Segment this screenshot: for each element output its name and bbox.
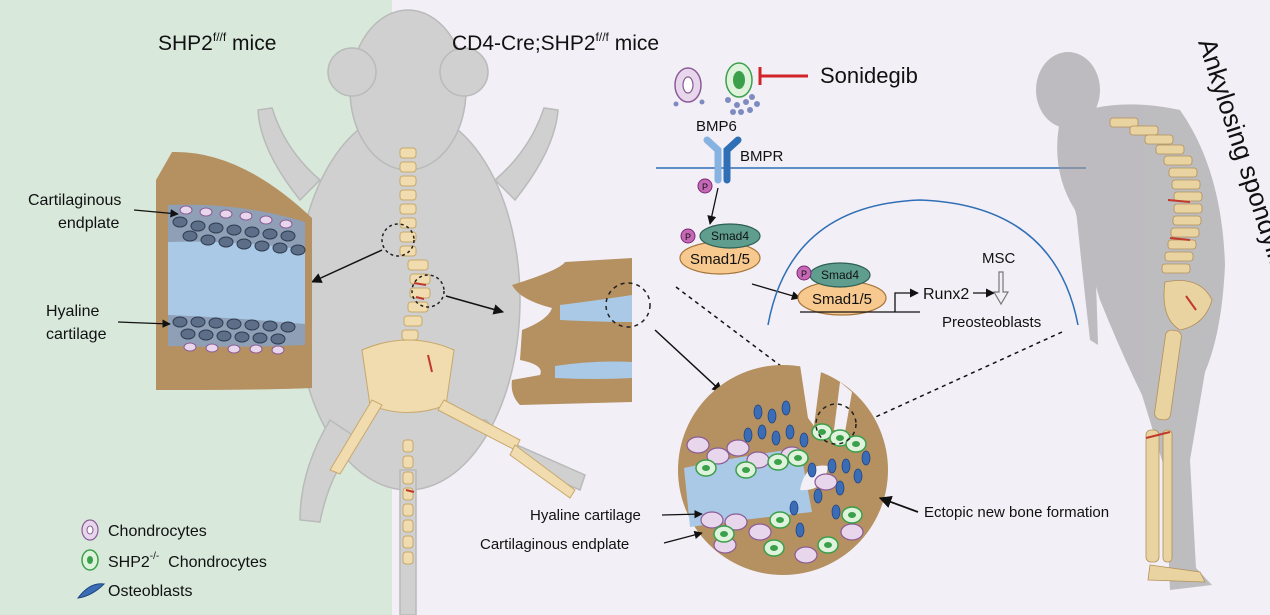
preosteoblasts-label: Preosteoblasts (942, 314, 1041, 331)
zoom-endplate-pointer (663, 530, 703, 544)
healthy-cells-upper (172, 216, 306, 256)
healthy-chondrocytes-upper (179, 205, 293, 229)
zoom-circle-disease (411, 274, 445, 308)
arrow-receptor-to-smad (707, 187, 719, 225)
arrow-to-vertebra (445, 295, 505, 315)
middle-title: CD4-Cre;SHP2f//f mice (452, 30, 659, 55)
zoom-circle-healthy (381, 223, 415, 257)
drug-label: Sonidegib (820, 63, 918, 88)
zoom-label-hyaline: Hyaline cartilage (530, 507, 641, 524)
lesion-marks (405, 282, 433, 493)
smad-phospho-label: P (685, 232, 691, 242)
left-title: SHP2f//f mice (158, 30, 276, 55)
zoom-hyaline-pointer (661, 509, 703, 519)
receptor-left-chain (703, 136, 722, 184)
zoom-circle-vertebra (605, 282, 651, 328)
msc-label: MSC (982, 250, 1016, 267)
left-label-endplate-1: Cartilaginous (28, 192, 121, 209)
legend-osteoblast-icon (76, 583, 106, 599)
zoom-label-ectopic: Ectopic new bone formation (924, 504, 1109, 521)
mouse-skeleton (329, 147, 576, 565)
smad-phospho (680, 228, 696, 244)
receptor-phospho (697, 178, 713, 194)
arrow-to-left-detail (311, 249, 383, 283)
arrow-to-zoom (654, 329, 723, 393)
left-label-hyaline-1: Hyaline (46, 303, 99, 320)
receptor-label: BMPR (740, 148, 784, 165)
smad4-cytoplasm-label: Smad4 (711, 229, 749, 243)
legend-chondrocyte-nucleus-icon (86, 525, 94, 535)
mouse-silhouette (257, 9, 586, 615)
healthy-chondrocytes-lower (183, 342, 285, 355)
arrow-smad-to-nucleus (751, 283, 801, 301)
zoom-line-right (857, 331, 1063, 426)
smad4-cytoplasm (699, 223, 761, 249)
endplate-pointer (133, 209, 179, 218)
lesion-osteoblasts (743, 400, 871, 538)
smad15-nucleus-label: Smad1/5 (812, 291, 872, 308)
hyaline-pointer (117, 319, 171, 328)
left-label-endplate-2: endplate (58, 215, 119, 232)
legend-shp2-chondrocytes: SHP2-/- Chondrocytes (108, 551, 267, 571)
legend-chondrocytes: Chondrocytes (108, 523, 207, 540)
transcription-arrow (894, 288, 919, 312)
ligand-label: BMP6 (696, 118, 737, 135)
human-silhouette (1036, 52, 1225, 590)
runx2-label: Runx2 (923, 286, 969, 303)
nucleus-phospho (796, 265, 812, 281)
receptor-right-chain (723, 136, 742, 184)
ectopic-pointer (878, 496, 919, 513)
chondrocyte-nucleus (682, 76, 694, 94)
zoom-label-endplate: Cartilaginous endplate (480, 536, 629, 553)
legend: Chondrocytes SHP2-/- Chondrocytes Osteob… (76, 519, 267, 600)
legend-shp2-nucleus-icon (87, 556, 93, 564)
left-label-hyaline-2: cartilage (46, 326, 107, 343)
smad4-nucleus-label: Smad4 (821, 268, 859, 282)
healthy-cells-lower (172, 316, 296, 345)
nucleus-phospho-label: P (801, 269, 807, 279)
human-lesions (1145, 199, 1197, 439)
zoom-circle-lesion (815, 403, 857, 445)
legend-osteoblasts: Osteoblasts (108, 583, 192, 600)
smad15-cytoplasm-label: Smad1/5 (690, 251, 750, 268)
nucleus-envelope (767, 199, 1079, 326)
differentiation-arrow (992, 271, 1010, 306)
receptor-phospho-label: P (702, 182, 708, 192)
human-spine (1109, 117, 1213, 583)
shp2-chondrocyte-nucleus (733, 71, 745, 89)
bmp6-particles (673, 94, 760, 115)
lesion-shp2-nuclei (702, 429, 860, 551)
vertebra-section (511, 258, 632, 405)
